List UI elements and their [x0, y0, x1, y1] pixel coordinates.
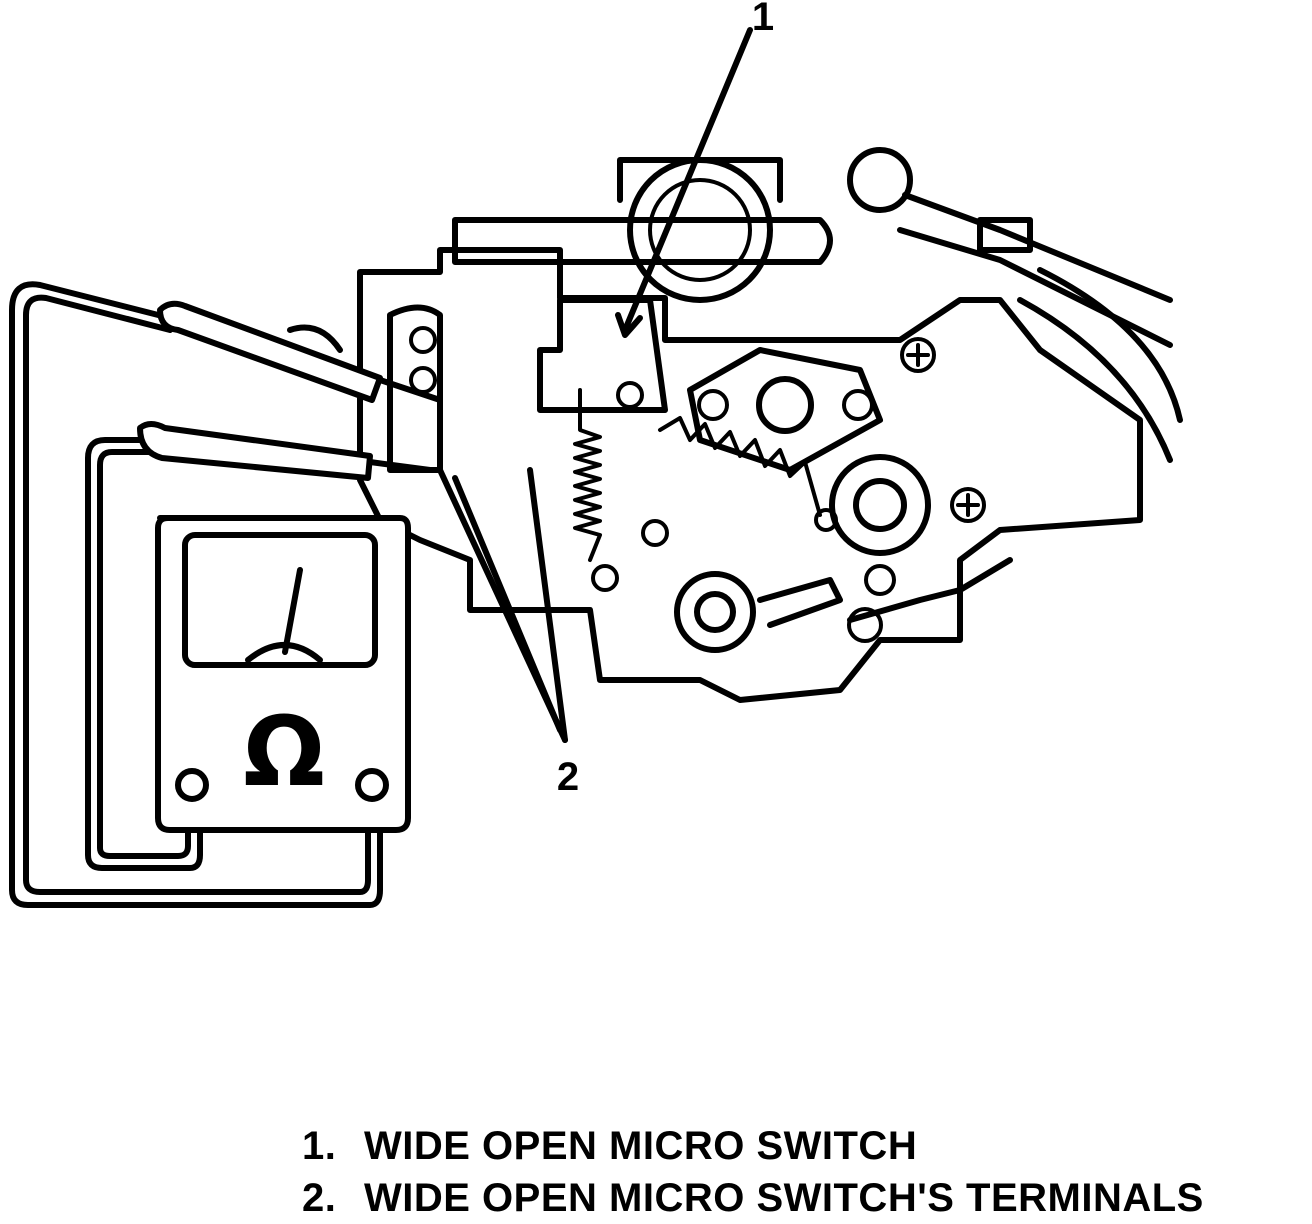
meter-terminal-left	[175, 768, 209, 802]
legend: 1. WIDE OPEN MICRO SWITCH 2. WIDE OPEN MIC…	[302, 1120, 1204, 1224]
test-leads	[9, 281, 443, 908]
ohmmeter-icon: Ω	[243, 696, 325, 808]
callout-1: 1	[752, 0, 774, 39]
ohmmeter: Ω	[155, 515, 411, 833]
carburetor-assembly	[287, 147, 1183, 703]
legend-number: 1.	[302, 1124, 337, 1168]
legend-label: WIDE OPEN MICRO SWITCH	[364, 1124, 918, 1168]
callout-leaders	[437, 27, 753, 743]
legend-item: 2. WIDE OPEN MICRO SWITCH'S TERMINALS	[302, 1172, 1204, 1224]
legend-label: WIDE OPEN MICRO SWITCH'S TERMINALS	[364, 1176, 1204, 1220]
callout-2: 2	[557, 755, 579, 799]
legend-item: 1. WIDE OPEN MICRO SWITCH	[302, 1120, 1204, 1172]
legend-number: 2.	[302, 1176, 337, 1220]
meter-terminal-right	[355, 768, 389, 802]
